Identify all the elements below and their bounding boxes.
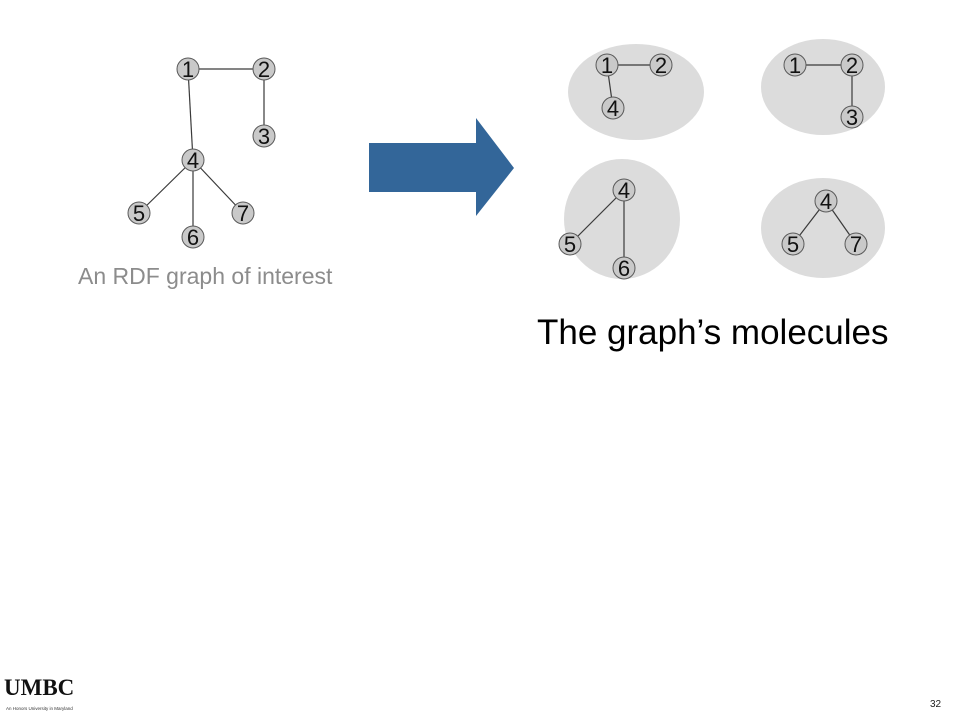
graph-node-2 [252,57,276,81]
graph-caption: An RDF graph of interest [78,263,333,289]
graph-edge-1-4 [187,68,194,161]
molecule-2-node-label-2: 2 [846,53,858,78]
molecule-3-node-label-5: 5 [564,232,576,257]
molecule-2-background [761,39,885,135]
molecule-1-node-1 [595,53,619,77]
graph-node-label-1: 1 [182,57,194,82]
molecule-4-node-7 [844,232,868,256]
molecule-4: 45 7 [761,178,885,278]
molecule-1-background [568,44,704,140]
molecule-3-node-4 [612,178,636,202]
molecule-3-edge-4-5 [569,189,625,245]
graph-node-6 [181,225,205,249]
molecule-2-node-label-3: 3 [846,105,858,130]
graph-node-label-5: 5 [133,201,145,226]
molecule-1-node-label-1: 1 [601,53,613,78]
molecule-4-node-label-7: 7 [850,232,862,257]
molecule-2-node-1 [783,53,807,77]
molecule-3: 4 5 6 [558,159,680,281]
molecule-3-node-5 [558,232,582,256]
molecule-1-node-4 [601,96,625,120]
molecule-3-background [564,159,680,279]
logo-tagline: An Honors University in Maryland [6,706,73,711]
graph-node-4 [181,148,205,172]
logo-text: UMBC [4,675,75,700]
molecule-3-node-label-4: 4 [618,178,630,203]
molecule-4-node-5 [781,232,805,256]
graph-node-label-3: 3 [258,124,270,149]
rdf-graph: 1 2 3 4 5 6 7 [127,57,276,250]
graph-edge-4-5 [138,159,194,214]
graph-node-3 [252,124,276,148]
graph-node-label-4: 4 [187,148,199,173]
molecule-4-node-4 [814,189,838,213]
graph-node-label-7: 7 [237,201,249,226]
molecule-2: 1 2 3 [761,39,885,135]
graph-node-7 [231,201,255,225]
graph-node-label-2: 2 [258,57,270,82]
molecule-3-node-label-6: 6 [618,256,630,281]
umbc-logo: UMBC An Honors University in Maryland [4,675,75,712]
molecule-2-node-3 [840,105,864,129]
graph-node-1 [176,57,200,81]
molecule-4-node-label-4: 4 [820,189,832,214]
graph-node-5 [127,201,151,225]
transform-arrow [369,118,514,216]
molecule-4-node-label-5: 5 [787,232,799,257]
molecule-2-node-2 [840,53,864,77]
molecule-1-node-label-4: 4 [607,96,619,121]
graph-node-label-6: 6 [187,225,199,250]
molecules-title: The graph’s molecules [537,313,889,352]
molecule-2-node-label-1: 1 [789,53,801,78]
page-number: 32 [930,699,942,710]
molecule-3-node-6 [612,256,636,280]
molecule-1-node-label-2: 2 [655,53,667,78]
graph-edge-4-7 [192,159,244,214]
molecule-1: 1 2 4 [568,44,704,140]
molecule-1-node-2 [649,53,673,77]
